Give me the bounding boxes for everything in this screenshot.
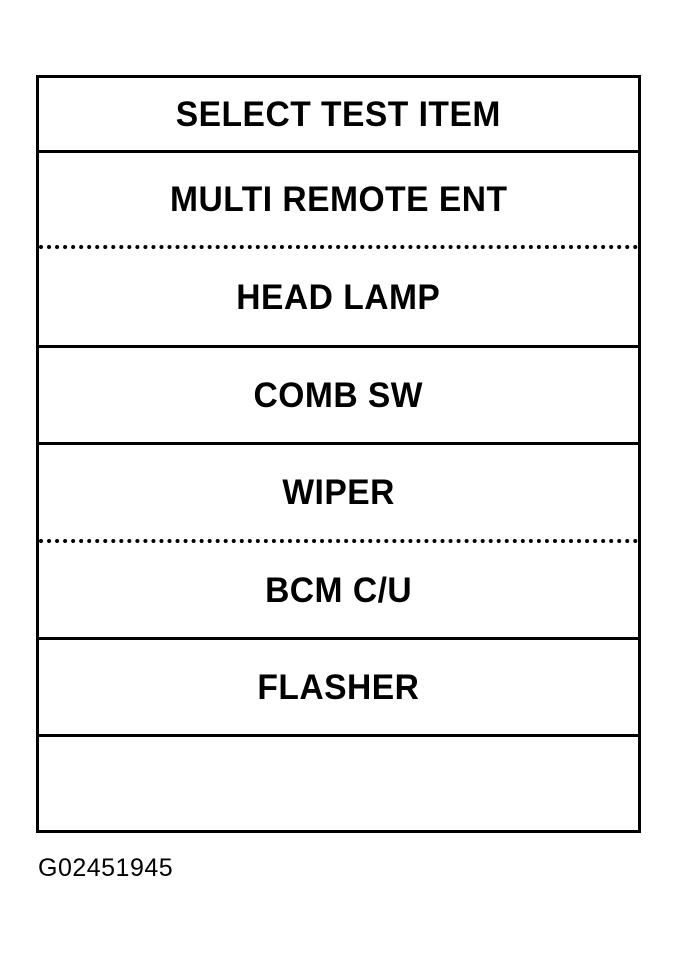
menu-item-bcm-cu[interactable]: BCM C/U [39, 543, 638, 640]
menu-item-comb-sw[interactable]: COMB SW [39, 348, 638, 445]
menu-item-wiper[interactable]: WIPER [39, 445, 638, 543]
menu-item-label: HEAD LAMP [236, 277, 441, 317]
menu-item-label: WIPER [282, 472, 395, 512]
menu-item-head-lamp[interactable]: HEAD LAMP [39, 249, 638, 348]
menu-item-label: MULTI REMOTE ENT [169, 179, 508, 219]
menu-item-flasher[interactable]: FLASHER [39, 640, 638, 737]
menu-header-row: SELECT TEST ITEM [39, 78, 638, 153]
menu-header-label: SELECT TEST ITEM [175, 94, 502, 134]
select-test-item-menu-panel: SELECT TEST ITEM MULTI REMOTE ENT HEAD L… [36, 75, 641, 833]
menu-item-label: BCM C/U [264, 570, 413, 610]
menu-item-label: COMB SW [253, 375, 424, 415]
menu-item-multi-remote-ent[interactable]: MULTI REMOTE ENT [39, 153, 638, 249]
figure-caption: G02451945 [38, 854, 174, 882]
menu-item-empty[interactable] [39, 737, 638, 830]
menu-item-label: FLASHER [257, 667, 420, 707]
